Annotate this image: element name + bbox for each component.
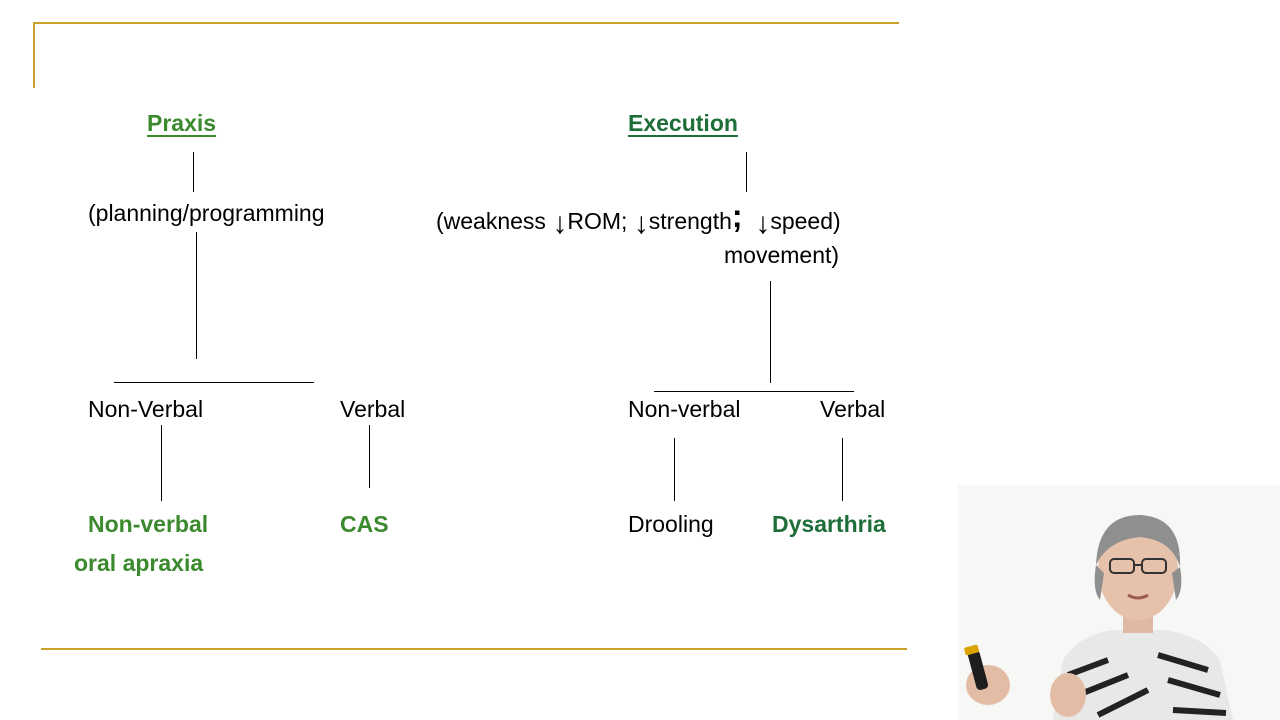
slide-frame-top-line bbox=[33, 22, 899, 24]
praxis-branch-verbal: Verbal bbox=[340, 396, 406, 422]
praxis-connector-2 bbox=[196, 232, 197, 359]
execution-connector-2 bbox=[770, 281, 771, 383]
praxis-connector-1 bbox=[193, 152, 194, 192]
execution-nonverbal-connector bbox=[674, 438, 675, 501]
execution-outcome-drooling: Drooling bbox=[628, 511, 714, 537]
praxis-outcome-nonverbal-line2: oral apraxia bbox=[74, 550, 204, 576]
down-arrow-icon: ↓ bbox=[552, 207, 568, 240]
execution-split-line bbox=[654, 391, 854, 392]
execution-desc-speed: speed) bbox=[770, 208, 841, 234]
praxis-title: Praxis bbox=[147, 110, 217, 136]
slide-frame-bottom-line bbox=[41, 648, 907, 650]
praxis-outcome-cas: CAS bbox=[340, 511, 389, 537]
execution-desc-rom: ROM; bbox=[567, 208, 634, 234]
presenter-video bbox=[958, 485, 1280, 720]
slide-frame-left-line bbox=[33, 22, 35, 88]
execution-verbal-connector bbox=[842, 438, 843, 501]
down-arrow-icon: ↓ bbox=[755, 207, 771, 240]
praxis-branch-nonverbal: Non-Verbal bbox=[88, 396, 204, 422]
down-arrow-icon: ↓ bbox=[633, 207, 649, 240]
execution-outcome-dysarthria: Dysarthria bbox=[772, 511, 886, 537]
execution-title: Execution bbox=[628, 110, 738, 136]
praxis-verbal-connector bbox=[369, 425, 370, 488]
execution-connector-1 bbox=[746, 152, 747, 192]
execution-branch-nonverbal: Non-verbal bbox=[628, 396, 741, 422]
execution-desc-open: (weakness bbox=[436, 208, 553, 234]
praxis-subtitle: (planning/programming bbox=[88, 200, 325, 226]
execution-description: (weakness ↓ROM; ↓strength; ↓speed) bbox=[436, 200, 841, 239]
execution-branch-verbal: Verbal bbox=[820, 396, 886, 422]
execution-description-line2: movement) bbox=[724, 242, 840, 268]
praxis-split-line bbox=[114, 382, 314, 383]
execution-desc-strength: strength bbox=[648, 208, 732, 234]
praxis-nonverbal-connector bbox=[161, 425, 162, 501]
praxis-outcome-nonverbal-line1: Non-verbal bbox=[88, 511, 209, 537]
execution-desc-semicolon: ; bbox=[731, 198, 743, 234]
